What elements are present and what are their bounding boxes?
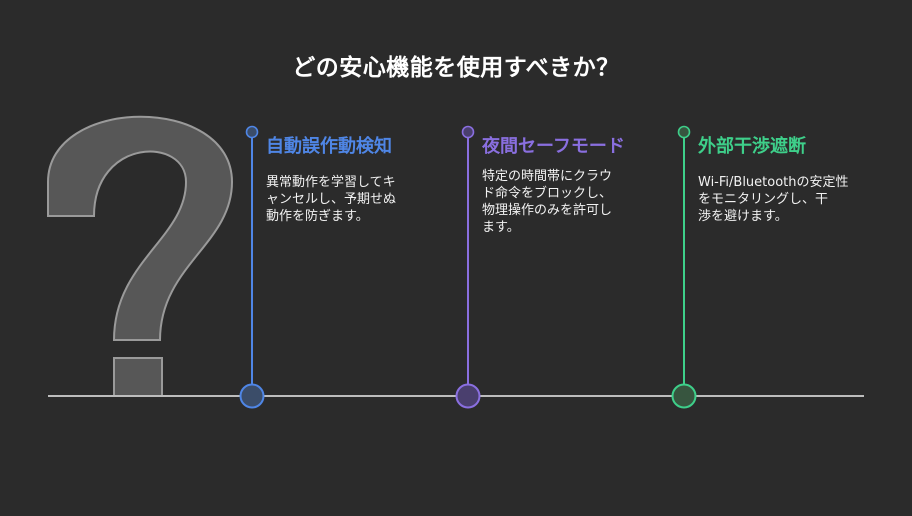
connector-top-dot-external-interference-block [677,125,691,139]
connector-top-dot-auto-malfunction-detection [245,125,259,139]
options-layer [239,125,697,409]
option-description-line: 渉を避けます。 [698,209,788,224]
option-title-external-interference-block: 外部干渉遮断 [698,136,806,157]
option-description-line: ャンセルし、予期せぬ [266,192,397,207]
question-mark-icon [47,115,234,397]
option-description-auto-malfunction-detection: 異常動作を学習してキャンセルし、予期せぬ動作を防ぎます。 [266,174,396,225]
timeline-node-external-interference-block [671,383,697,409]
option-description-line: ます。 [482,220,520,235]
option-description-line: 物理操作のみを許可し [482,203,613,218]
option-description-night-safe-mode: 特定の時間帯にクラウド命令をブロックし、物理操作のみを許可します。 [482,168,612,236]
timeline-node-night-safe-mode [455,383,481,409]
option-description-line: をモニタリングし、干 [698,192,829,207]
page-title: どの安心機能を使用すべきか？ [292,55,620,81]
option-description-line: 異常動作を学習してキ [266,175,396,190]
option-description-line: ド命令をブロックし、 [482,186,613,201]
option-description-line: 特定の時間帯にクラウ [482,169,613,184]
timeline-node-auto-malfunction-detection [239,383,265,409]
option-description-external-interference-block: Wi-Fi/Bluetoothの安定性をモニタリングし、干渉を避けます。 [698,174,849,225]
option-description-line: 動作を防ぎます。 [266,209,369,224]
option-description-line: Wi-Fi/Bluetoothの安定性 [698,175,849,190]
connector-top-dot-night-safe-mode [461,125,475,139]
question-mark-dot [113,357,163,397]
option-title-night-safe-mode: 夜間セーフモード [482,136,625,157]
question-mark-hook [47,115,234,341]
option-title-auto-malfunction-detection: 自動誤作動検知 [266,136,392,157]
